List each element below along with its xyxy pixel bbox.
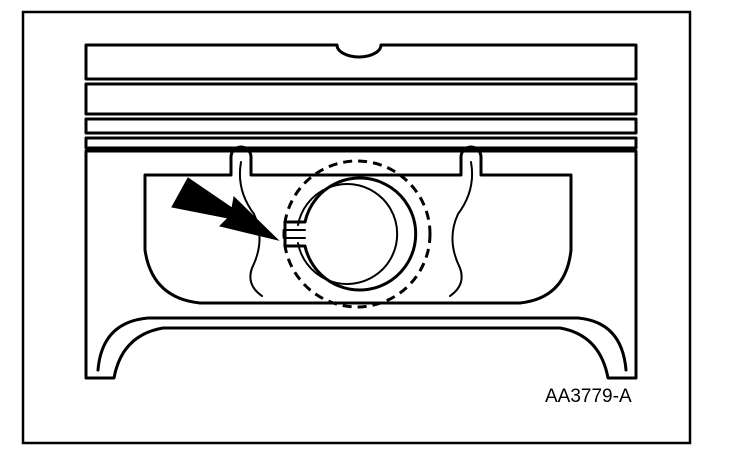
ring-land-1 [84, 82, 638, 116]
right-boss-rib [449, 161, 474, 297]
snap-ring-inner [297, 183, 399, 285]
pin-boss-cavity [143, 145, 573, 305]
ring-land-2 [84, 117, 638, 135]
figure-frame [21, 10, 692, 445]
arrow-icon [171, 177, 280, 241]
piston-crown [84, 43, 638, 81]
snap-ring [283, 176, 418, 292]
pin-bore-dashed-circle [282, 159, 432, 309]
ring-land-3 [84, 136, 638, 150]
piston-skirt [84, 149, 638, 380]
left-boss-rib [238, 161, 263, 297]
skirt-inner-arch [96, 316, 628, 372]
figure-label: AA3779-A [545, 386, 632, 407]
